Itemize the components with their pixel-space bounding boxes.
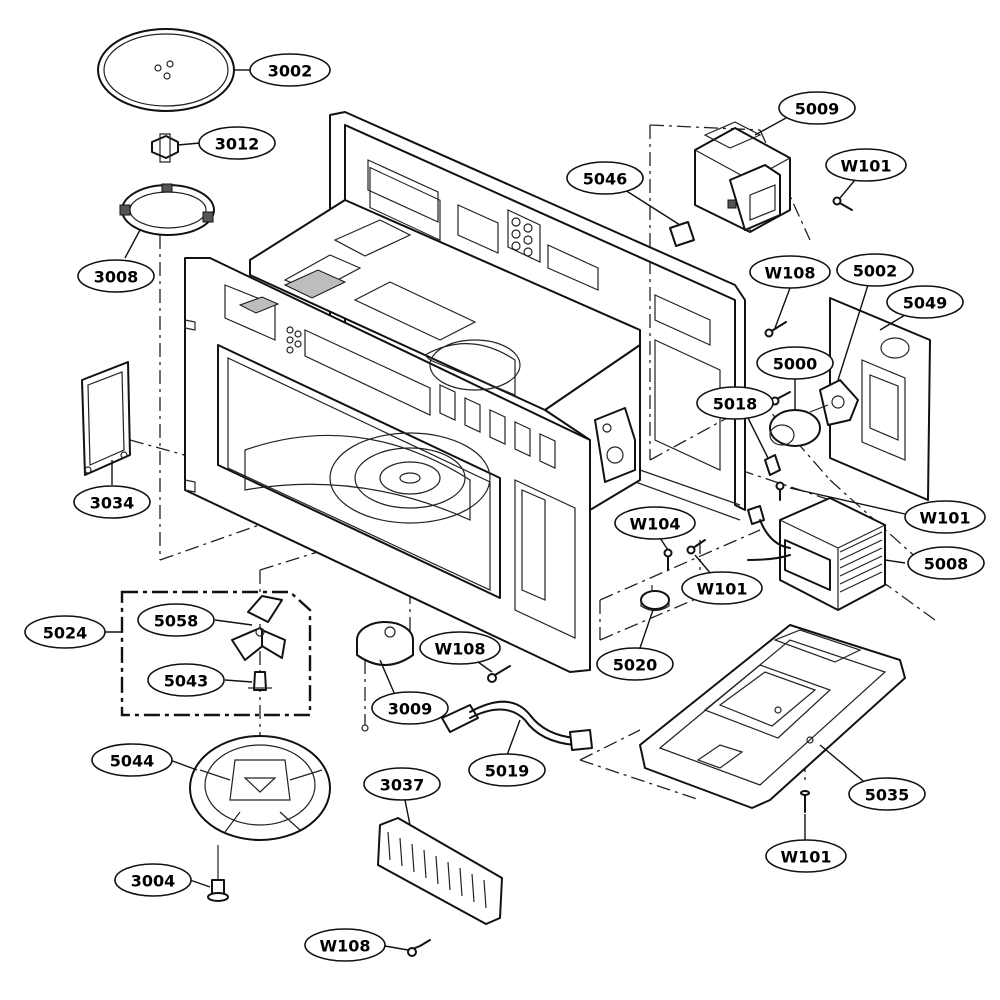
callout-label: W108: [434, 640, 485, 659]
callout-label: 5035: [865, 786, 910, 805]
callout-5008: 5008: [907, 546, 985, 580]
callout-3009: 3009: [371, 691, 449, 725]
callout-5058: 5058: [137, 603, 215, 637]
leader-lines: [105, 69, 906, 951]
turntable-coupler: [151, 133, 179, 163]
fan-motor: [769, 404, 829, 447]
callout-3034: 3034: [73, 485, 151, 519]
callout-label: W108: [319, 937, 370, 956]
callout-5002: 5002: [836, 253, 914, 287]
screw-w108-middle: [487, 665, 511, 683]
fan-motor-bracket: [819, 379, 859, 426]
callout-label: 3009: [388, 700, 433, 719]
callout-w101-d: W101: [765, 839, 847, 873]
glass-turntable-tray: [97, 28, 235, 112]
callout-label: 5024: [43, 624, 88, 643]
callout-3008: 3008: [77, 259, 155, 293]
magnetron: [694, 121, 791, 233]
stirrer-assembly-group: [120, 590, 312, 717]
callout-label: 5046: [583, 170, 628, 189]
turntable-motor: [356, 621, 414, 732]
wire-harness: [441, 700, 593, 751]
callout-label: 3008: [94, 268, 139, 287]
screw-w101-a: [686, 539, 706, 555]
stirrer-shaft: [248, 671, 272, 691]
callout-3012: 3012: [198, 126, 276, 160]
callout-w108-middle: W108: [419, 631, 501, 665]
callout-w104: W104: [614, 506, 696, 540]
callout-label: 5008: [924, 555, 969, 574]
high-voltage-transformer: [747, 497, 886, 611]
callout-5019: 5019: [468, 753, 546, 787]
callout-w101-a: W101: [681, 571, 763, 605]
cavity-chassis: [184, 199, 641, 673]
callout-5035: 5035: [848, 777, 926, 811]
callout-5009: 5009: [778, 91, 856, 125]
callout-label: W104: [629, 515, 680, 534]
roller-ring: [119, 183, 215, 236]
callout-5046: 5046: [566, 161, 644, 195]
callout-label: W108: [764, 264, 815, 283]
screw-w108-top: [764, 321, 787, 338]
callout-label: 5018: [713, 395, 758, 414]
callout-label: 5043: [164, 672, 209, 691]
callout-label: W101: [696, 580, 747, 599]
callout-5024: 5024: [24, 615, 106, 649]
stirrer-fan: [231, 595, 286, 661]
callout-label: W101: [919, 509, 970, 528]
waveguide-cover: [81, 361, 131, 476]
callout-label: 5044: [110, 752, 155, 771]
sensor-5046: [669, 221, 695, 247]
callout-label: 5058: [154, 612, 199, 631]
screw-w101-c: [775, 481, 785, 501]
callout-5018: 5018: [696, 386, 774, 420]
callout-5020: 5020: [596, 647, 674, 681]
callout-label: 3034: [90, 494, 135, 513]
screw-w101-d: [800, 790, 810, 813]
callout-3037: 3037: [363, 767, 441, 801]
thermostat: [640, 585, 670, 612]
callout-w101-b: W101: [825, 148, 907, 182]
vent-grille: [377, 817, 503, 925]
callout-w108-top: W108: [749, 255, 831, 289]
callout-5049: 5049: [886, 285, 964, 319]
callout-label: 5019: [485, 762, 530, 781]
callout-label: 5049: [903, 294, 948, 313]
callout-w101-c: W101: [904, 500, 986, 534]
callout-5044: 5044: [91, 743, 173, 777]
screw-w101-b: [832, 196, 853, 211]
callout-w108-bottom: W108: [304, 928, 386, 962]
callout-3002: 3002: [249, 53, 331, 87]
base-plate: [639, 624, 906, 809]
screw-w108-bottom: [407, 939, 431, 957]
callout-5000: 5000: [756, 346, 834, 380]
stirrer-cover: [189, 735, 331, 841]
callout-label: 5002: [853, 262, 898, 281]
callout-3004: 3004: [114, 863, 192, 897]
callout-label: 3012: [215, 135, 260, 154]
motor-bolt: [207, 845, 229, 902]
callout-label: 3002: [268, 62, 313, 81]
screw-w104: [663, 548, 673, 571]
callout-label: 3004: [131, 872, 176, 891]
callout-label: W101: [840, 157, 891, 176]
callout-label: 3037: [380, 776, 425, 795]
callout-label: W101: [780, 848, 831, 867]
callout-label: 5020: [613, 656, 658, 675]
callout-label: 5000: [773, 355, 818, 374]
callout-5043: 5043: [147, 663, 225, 697]
callout-label: 5009: [795, 100, 840, 119]
